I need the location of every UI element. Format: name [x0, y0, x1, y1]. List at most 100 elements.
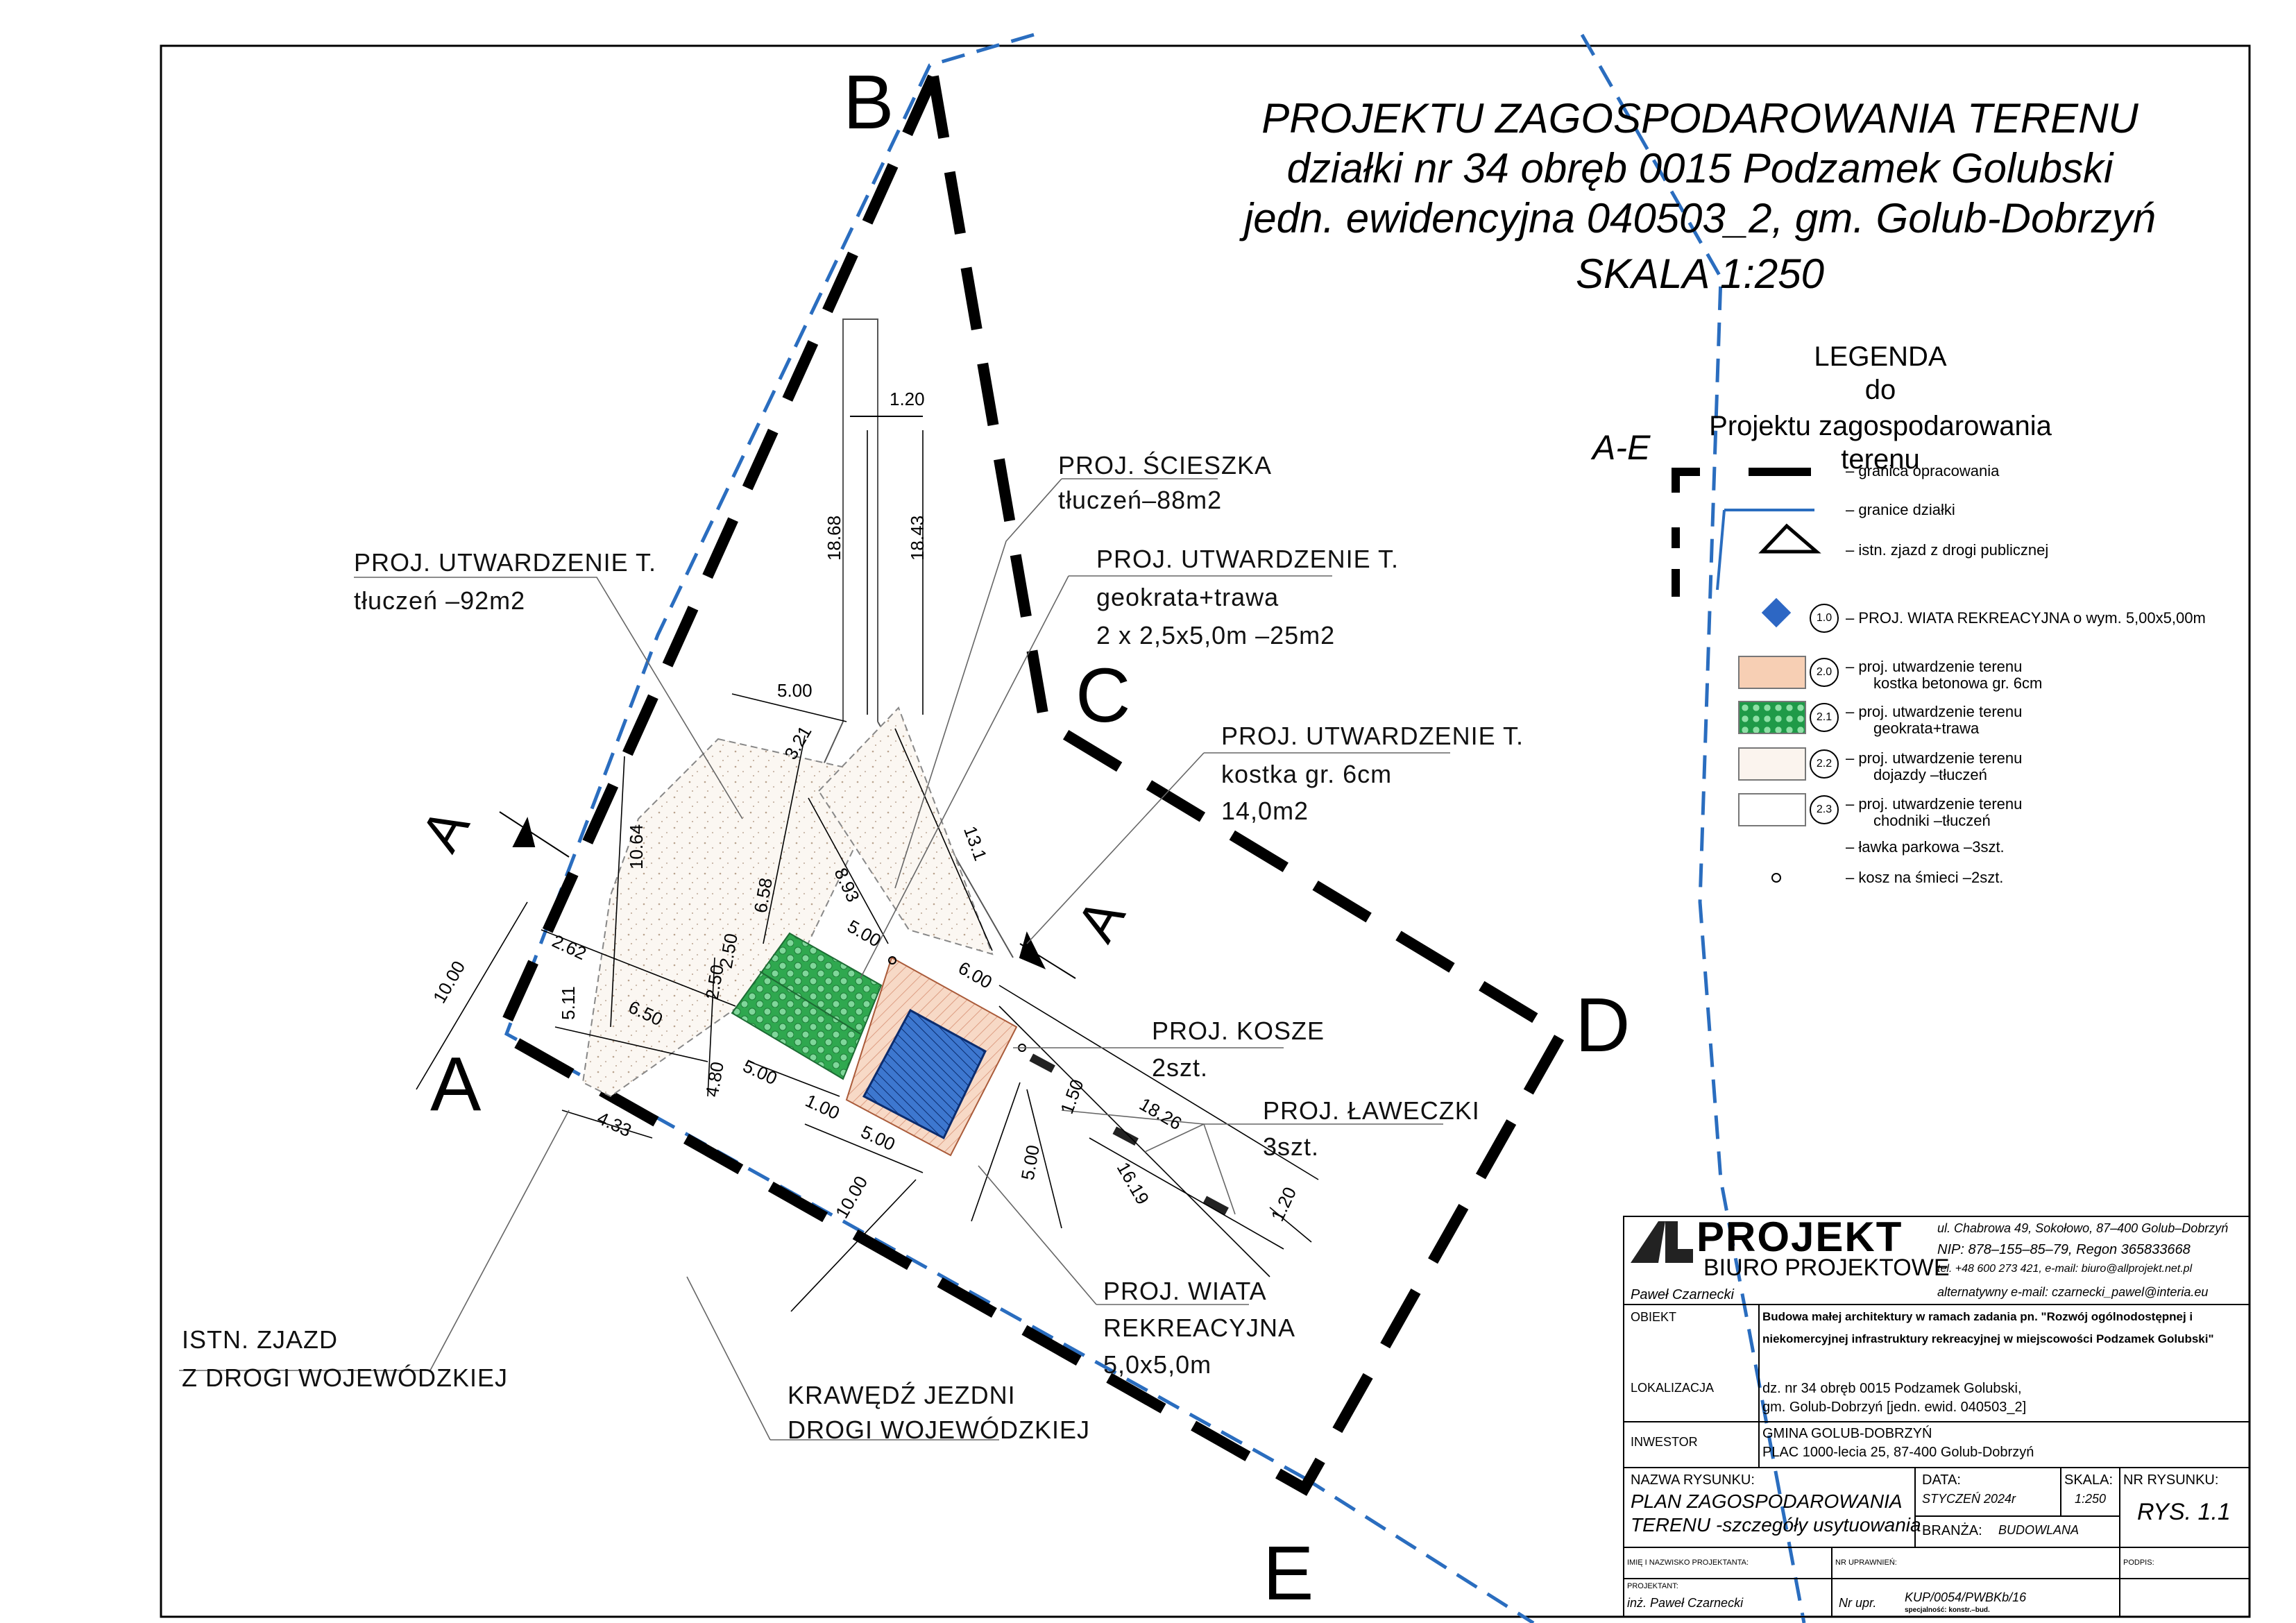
label-utw1: PROJ. UTWARDZENIE T.: [354, 548, 657, 577]
label-utw1-sub: tłuczeń –92m2: [354, 586, 526, 615]
shelter: [862, 1008, 987, 1140]
label-wiata-sub: REKREACYJNA: [1103, 1314, 1296, 1342]
legend-item-study-boundary: – granica opracowania: [1846, 462, 2000, 479]
dim-1-20-top: 1.20: [890, 389, 925, 409]
label-utw3: PROJ. UTWARDZENIE T.: [1221, 722, 1524, 750]
point-C: C: [1075, 653, 1130, 738]
swatch-gravel-drive: [1738, 747, 1806, 781]
tb-obiekt-line-2: niekomercyjnej infrastruktury rekreacyjn…: [1762, 1332, 2214, 1345]
tb-obiekt-line-1: Budowa małej architektury w ramach zadan…: [1762, 1310, 2193, 1323]
title-line-2: działki nr 34 obręb 0015 Podzamek Golubs…: [1286, 145, 2114, 192]
point-B: B: [843, 60, 894, 145]
tb-projektant-value: inż. Paweł Czarnecki: [1627, 1596, 1744, 1610]
grass-paving: [731, 932, 883, 1080]
legend-item-grass: – proj. utwardzenie terenu: [1846, 703, 2023, 720]
section-marks: [499, 811, 1076, 979]
swatch-concrete: [1738, 656, 1806, 689]
legend-symbols: [1672, 468, 1821, 883]
label-laweczki: PROJ. ŁAWECZKI: [1263, 1096, 1480, 1125]
tb-address-2: NIP: 878–155–85–79, Regon 365833668: [1937, 1242, 2191, 1257]
label-sciezka-sub: tłuczeń–88m2: [1058, 486, 1223, 514]
logo-mark: [1631, 1221, 1693, 1263]
tb-lok-line-1: dz. nr 34 obręb 0015 Podzamek Golubski,: [1762, 1381, 2022, 1396]
tb-skala-label: SKALA:: [2064, 1472, 2114, 1488]
tb-branza-value: BUDOWLANA: [1998, 1523, 2080, 1537]
tb-logo-sub: BIURO PROJEKTOWE: [1703, 1255, 1950, 1281]
legend-num-2-0: 2.0: [1810, 658, 1839, 687]
tb-nazwa-line-2: TERENU -szczegóły usytuowania: [1631, 1514, 1921, 1536]
title-line-1: PROJEKTU ZAGOSPODAROWANIA TERENU: [1261, 95, 2138, 142]
dim-18-68: 18.68: [824, 515, 845, 561]
legend-item-grass-2: geokrata+trawa: [1873, 720, 1980, 737]
title-block-frame: [1623, 1216, 2250, 1617]
tb-imie-label: IMIĘ I NAZWISKO PROJEKTANTA:: [1627, 1558, 1749, 1567]
legend-heading-sub: Projektu zagospodarowania terenu: [1709, 411, 2052, 475]
legend-num-2-3: 2.3: [1810, 795, 1839, 824]
tb-inw-line-1: GMINA GOLUB-DOBRZYŃ: [1762, 1426, 1932, 1441]
legend-item-shelter: – PROJ. WIATA REKREACYJNA o wym. 5,00x5,…: [1846, 609, 2206, 627]
tb-data-value: STYCZEŃ 2024r: [1922, 1492, 2016, 1506]
gravel-drive: [817, 706, 994, 955]
tb-lok-line-2: gm. Golub-Dobrzyń [jedn. ewid. 040503_2]: [1762, 1400, 2027, 1415]
tb-nr-upr-value: Nr upr.: [1839, 1596, 1877, 1610]
tb-nr-label: NR RYSUNKU:: [2123, 1472, 2219, 1488]
title-line-3: jedn. ewidencyjna 040503_2, gm. Golub-Do…: [1243, 195, 2157, 241]
swatch-gravel-walk: [1738, 793, 1806, 826]
legend-item-concrete-2: kostka betonowa gr. 6cm: [1873, 674, 2043, 692]
tb-nr-value: RYS. 1.1: [2137, 1499, 2231, 1525]
parcel-boundaries: [504, 33, 1806, 1623]
label-wiata-sub2: 5,0x5,0m: [1103, 1350, 1212, 1379]
legend-heading-do: do: [1864, 375, 1896, 405]
legend-num-2-1: 2.1: [1810, 703, 1839, 732]
label-jezdnia: KRAWĘDŹ JEZDNI: [788, 1381, 1016, 1409]
tb-branza-label: BRANŻA:: [1922, 1523, 1982, 1538]
tb-projektant-label: PROJEKTANT:: [1627, 1582, 1678, 1590]
tb-address-3: tel. +48 600 273 421, e-mail: biuro@allp…: [1937, 1263, 2193, 1275]
tb-obiekt-label: OBIEKT: [1631, 1310, 1677, 1324]
label-utw2-sub: geokrata+trawa: [1096, 583, 1279, 611]
legend-item-concrete: – proj. utwardzenie terenu: [1846, 658, 2023, 675]
legend-item-gravel-walk: – proj. utwardzenie terenu: [1846, 795, 2023, 813]
tb-podpis-label: PODPIS:: [2123, 1558, 2154, 1567]
tb-nr-upr-code: KUP/0054/PWBKb/16: [1905, 1590, 2027, 1604]
label-sciezka: PROJ. ŚCIESZKA: [1058, 451, 1273, 479]
benches: [1029, 1053, 1229, 1216]
tb-lok-label: LOKALIZACJA: [1631, 1381, 1715, 1395]
bin-1: [888, 956, 896, 965]
legend-heading: LEGENDA: [1814, 341, 1947, 372]
swatch-grass: [1738, 701, 1806, 734]
dim-5-00-top: 5.00: [777, 680, 813, 701]
tb-nazwa-line-1: PLAN ZAGOSPODAROWANIA: [1631, 1490, 1903, 1512]
label-utw3-sub2: 14,0m2: [1221, 797, 1309, 825]
tb-nazwa-label: NAZWA RYSUNKU:: [1631, 1472, 1755, 1488]
tb-skala-value: 1:250: [2075, 1492, 2107, 1506]
title-scale: SKALA 1:250: [1575, 250, 1825, 297]
legend-item-access: – istn. zjazd z drogi publicznej: [1846, 541, 2049, 559]
label-zjazd: ISTN. ZJAZD: [182, 1325, 338, 1354]
tb-logo: PROJEKT: [1697, 1214, 1903, 1260]
legend-item-bin: – kosz na śmieci –2szt.: [1846, 869, 2004, 886]
legend-num-2-2: 2.2: [1810, 749, 1839, 779]
label-utw3-sub: kostka gr. 6cm: [1221, 760, 1393, 788]
label-utw2-sub2: 2 x 2,5x5,0m –25m2: [1096, 621, 1336, 649]
leader-lines: [179, 478, 1450, 1441]
point-D: D: [1575, 983, 1630, 1068]
study-boundary: [493, 74, 1569, 1496]
tb-nr-upr-label: NR UPRAWNIEŃ:: [1835, 1558, 1897, 1567]
point-E: E: [1263, 1531, 1313, 1616]
legend-item-bench: – ławka parkowa –3szt.: [1846, 838, 2005, 856]
legend-item-gravel-drive: – proj. utwardzenie terenu: [1846, 749, 2023, 767]
tb-address-4: alternatywny e-mail: czarnecki_pawel@int…: [1937, 1285, 2209, 1299]
legend-item-gravel-drive-2: dojazdy –tłuczeń: [1873, 766, 1987, 783]
dim-10-64: 10.64: [626, 824, 647, 870]
tb-nr-upr-spec: specjalność: konstr.–bud.: [1905, 1606, 1990, 1614]
dimension-lines: [416, 430, 1319, 1312]
tb-address-1: ul. Chabrowa 49, Sokołowo, 87–400 Golub–…: [1937, 1221, 2229, 1235]
legend-item-parcel: – granice działki: [1846, 501, 1955, 518]
tb-author: Paweł Czarnecki: [1631, 1287, 1734, 1302]
label-wiata: PROJ. WIATA: [1103, 1277, 1267, 1305]
label-kosze-sub: 2szt.: [1152, 1053, 1209, 1082]
drawing-frame: [160, 44, 2251, 1618]
label-jezdnia-sub: DROGI WOJEWÓDZKIEJ: [788, 1416, 1090, 1444]
